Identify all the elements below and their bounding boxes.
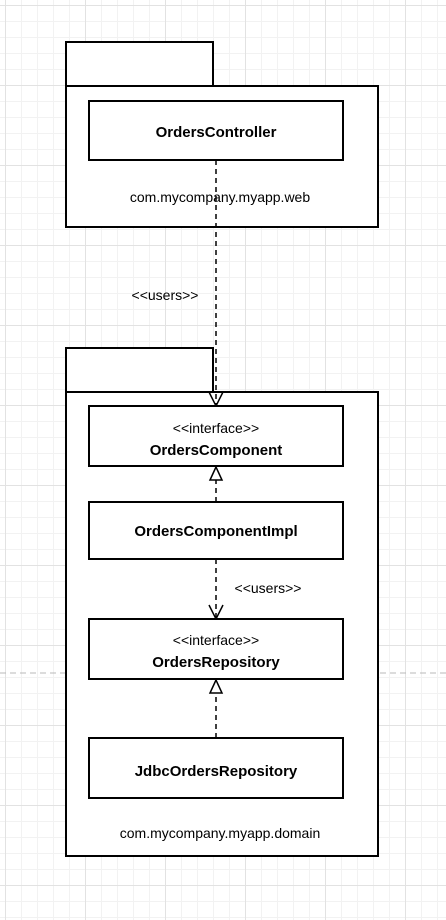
class-orders-component-name: OrdersComponent [150, 442, 283, 459]
package-domain-label: com.mycompany.myapp.domain [120, 825, 320, 841]
class-orders-component[interactable]: <<interface>> OrdersComponent [88, 405, 344, 467]
edge-impl-to-repository-label: <<users>> [235, 580, 302, 596]
class-jdbc-orders-repository[interactable]: JdbcOrdersRepository [88, 737, 344, 799]
hollow-triangle-arrow-icon [208, 465, 224, 481]
class-orders-controller-box [88, 100, 344, 161]
package-web-label: com.mycompany.myapp.web [130, 189, 310, 205]
class-orders-component-impl-name: OrdersComponentImpl [134, 523, 297, 540]
class-orders-repository[interactable]: <<interface>> OrdersRepository [88, 618, 344, 680]
class-orders-repository-box [88, 618, 344, 680]
class-orders-controller[interactable]: OrdersController [88, 100, 344, 161]
hollow-triangle-arrow-icon [208, 678, 224, 694]
class-orders-component-impl[interactable]: OrdersComponentImpl [88, 501, 344, 560]
class-orders-component-box [88, 405, 344, 467]
edge-impl-to-component[interactable] [208, 465, 224, 502]
class-orders-component-impl-box [88, 501, 344, 560]
package-domain-tab [65, 347, 214, 393]
edge-jdbc-to-repository[interactable] [208, 678, 224, 738]
class-orders-component-stereotype: <<interface>> [173, 420, 259, 436]
edge-controller-to-component-label: <<users>> [132, 287, 199, 303]
class-jdbc-orders-repository-name: JdbcOrdersRepository [135, 763, 298, 780]
class-jdbc-orders-repository-box [88, 737, 344, 799]
class-orders-repository-name: OrdersRepository [152, 654, 280, 671]
class-orders-controller-name: OrdersController [156, 124, 277, 141]
package-web-tab [65, 41, 214, 87]
class-orders-repository-stereotype: <<interface>> [173, 632, 259, 648]
